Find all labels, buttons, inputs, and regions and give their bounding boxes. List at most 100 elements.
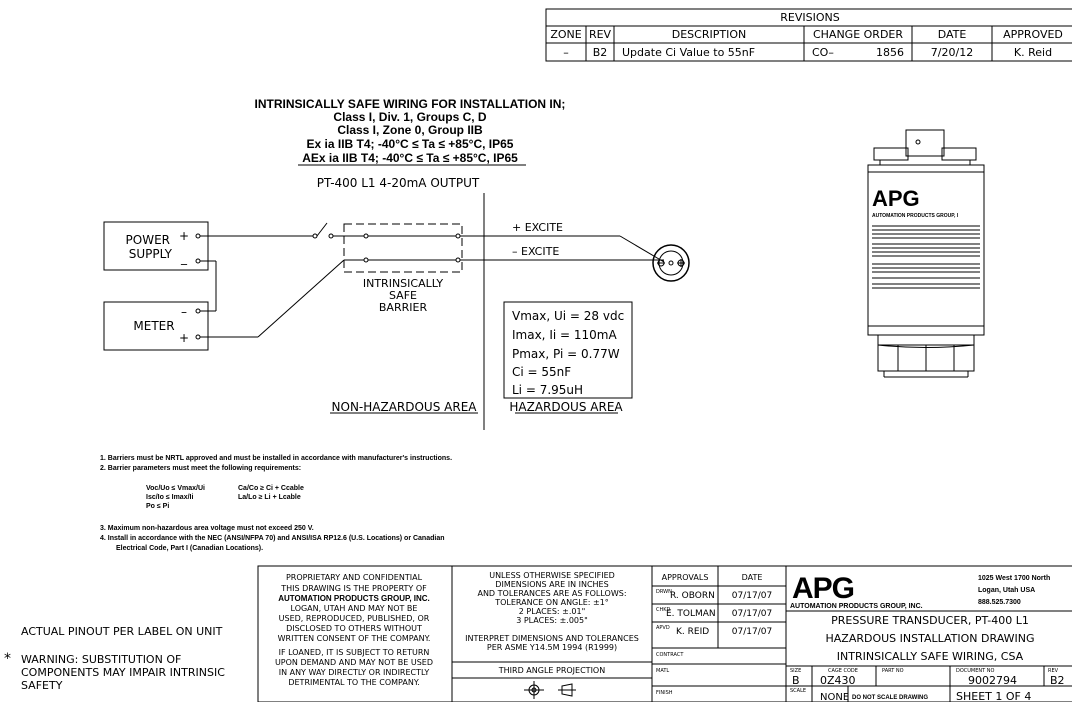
cage-label: CAGE CODE	[828, 668, 858, 674]
device-company: AUTOMATION PRODUCTS GROUP, I	[872, 213, 959, 219]
scale-value: NONE	[820, 692, 849, 702]
approver-date-chkd: 07/17/07	[732, 609, 772, 619]
meter-label: METER	[133, 319, 174, 333]
approvals-date-header: DATE	[742, 573, 763, 582]
approver-date-apvd: 07/17/07	[732, 627, 772, 637]
tolerance-line-5: 2 PLACES: ±.01"	[519, 607, 586, 616]
proprietary-line-4: USED, REPRODUCED, PUBLISHED, OR	[279, 614, 430, 623]
approver-role-apvd: APVD	[656, 625, 670, 631]
contract-label: CONTRACT	[656, 652, 684, 658]
param-ci: Ci = 55nF	[512, 365, 571, 379]
rev-value: B2	[1050, 674, 1065, 687]
warning-line-2: COMPONENTS MAY IMPAIR INTRINSIC	[21, 666, 225, 679]
size-value: B	[792, 674, 800, 687]
power-supply-label-2: SUPPLY	[129, 247, 173, 261]
wiring-ex-rating: Ex ia IIB T4; -40°C ≤ Ta ≤ +85°C, IP65	[307, 137, 514, 151]
scale-label: SCALE	[790, 688, 806, 694]
excite-minus-label: – EXCITE	[512, 245, 559, 258]
wiring-class-div: Class I, Div. 1, Groups C, D	[333, 110, 486, 124]
rev-description: Update Ci Value to 55nF	[622, 46, 755, 59]
hazardous-area-label: HAZARDOUS AREA	[509, 400, 623, 414]
circuit-wiring	[103, 193, 690, 430]
param-li: Li = 7.95uH	[512, 383, 583, 397]
rev-approved: K. Reid	[1014, 46, 1052, 59]
projection-symbol	[524, 681, 576, 699]
company-phone: 888.525.7300	[978, 599, 1021, 606]
rev-zone: –	[563, 46, 569, 59]
req-la: La/Lo ≥ Li + Lcable	[238, 494, 301, 501]
company-address-2: Logan, Utah USA	[978, 587, 1035, 594]
wiring-aex-rating: AEx ia IIB T4; -40°C ≤ Ta ≤ +85°C, IP65	[302, 151, 518, 165]
power-plus: +	[179, 229, 189, 243]
revisions-title: REVISIONS	[780, 11, 839, 24]
drawing-title-1: PRESSURE TRANSDUCER, PT-400 L1	[831, 614, 1029, 627]
matl-label: MATL	[656, 668, 669, 674]
no-scale-note: DO NOT SCALE DRAWING	[852, 695, 928, 701]
cage-value: 0Z430	[820, 674, 856, 687]
barrier-label-2: SAFE	[389, 289, 417, 302]
meter-minus: –	[181, 305, 187, 319]
tolerance-line-2: DIMENSIONS ARE IN INCHES	[495, 580, 608, 589]
proprietary-line-2: AUTOMATION PRODUCTS GROUP, INC.	[278, 594, 430, 603]
approver-name-drwn: R. OBORN	[670, 591, 715, 601]
size-label: SIZE	[790, 668, 801, 674]
rev-header-change-order: CHANGE ORDER	[813, 28, 903, 41]
rev-change-order-prefix: CO–	[812, 46, 834, 59]
doc-value: 9002794	[968, 674, 1017, 687]
rev-header-rev: REV	[589, 28, 612, 41]
sheet-label: SHEET 1 OF 4	[956, 690, 1031, 702]
note-2: 2. Barrier parameters must meet the foll…	[100, 465, 301, 472]
pinout-note: ACTUAL PINOUT PER LABEL ON UNIT	[21, 625, 223, 638]
proprietary-title: PROPRIETARY AND CONFIDENTIAL	[286, 573, 423, 582]
warning-star: *	[4, 651, 11, 667]
tolerance-line-1: UNLESS OTHERWISE SPECIFIED	[489, 571, 615, 580]
device-logo: APG	[872, 186, 920, 211]
company-logo: APG	[792, 572, 854, 605]
note-4-cont: Electrical Code, Part I (Canadian Locati…	[116, 545, 263, 552]
approver-role-drwn: DRWN	[656, 589, 672, 595]
barrier-label-3: BARRIER	[379, 301, 428, 314]
third-angle-projection: THIRD ANGLE PROJECTION	[498, 666, 605, 675]
power-minus: _	[180, 251, 188, 265]
tolerance-line-6: 3 PLACES: ±.005"	[516, 616, 588, 625]
rev-header-description: DESCRIPTION	[672, 28, 746, 41]
proprietary-line-7: IF LOANED, IT IS SUBJECT TO RETURN	[279, 648, 430, 657]
transducer-illustration	[867, 129, 985, 378]
drawing-title-3: INTRINSICALLY SAFE WIRING, CSA	[837, 650, 1024, 663]
proprietary-line-1: THIS DRAWING IS THE PROPERTY OF	[280, 584, 427, 593]
tolerance-line-3: AND TOLERANCES ARE AS FOLLOWS:	[477, 589, 626, 598]
req-ca: Ca/Co ≥ Ci + Ccable	[238, 485, 304, 492]
wiring-class-zone: Class I, Zone 0, Group IIB	[337, 123, 483, 137]
warning-line-3: SAFETY	[21, 679, 63, 692]
part-label: PART NO	[882, 668, 904, 674]
warning-line-1: WARNING: SUBSTITUTION OF	[21, 653, 181, 666]
rev-label: REV	[1048, 668, 1059, 674]
rev-change-order-number: 1856	[876, 46, 904, 59]
rev-header-date: DATE	[938, 28, 967, 41]
note-3: 3. Maximum non-hazardous area voltage mu…	[100, 525, 314, 532]
title-block-frame	[257, 565, 1072, 702]
proprietary-line-3: LOGAN, UTAH AND MAY NOT BE	[291, 604, 418, 613]
approver-role-chkd: CHKD	[656, 607, 671, 613]
rev-date: 7/20/12	[931, 46, 973, 59]
rev-header-approved: APPROVED	[1003, 28, 1063, 41]
param-imax: Imax, Ii = 110mA	[512, 328, 617, 342]
proprietary-line-8: UPON DEMAND AND MAY NOT BE USED	[275, 658, 433, 667]
non-hazardous-area-label: NON-HAZARDOUS AREA	[332, 400, 478, 414]
tolerance-line-7: INTERPRET DIMENSIONS AND TOLERANCES	[465, 634, 639, 643]
req-isc: Isc/Io ≤ Imax/Ii	[146, 494, 193, 501]
proprietary-line-5: DISCLOSED TO OTHERS WITHOUT	[286, 624, 422, 633]
drawing-title-2: HAZARDOUS INSTALLATION DRAWING	[826, 632, 1035, 645]
wiring-heading: INTRINSICALLY SAFE WIRING FOR INSTALLATI…	[255, 97, 566, 111]
rev-rev: B2	[593, 46, 608, 59]
rev-header-zone: ZONE	[550, 28, 581, 41]
proprietary-line-9: IN ANY WAY DIRECTLY OR INDIRECTLY	[279, 668, 430, 677]
note-1: 1. Barriers must be NRTL approved and mu…	[100, 455, 452, 462]
proprietary-line-6: WRITTEN CONSENT OF THE COMPANY.	[278, 634, 431, 643]
meter-plus: +	[179, 331, 189, 345]
revisions-table	[545, 8, 1072, 62]
req-po: Po ≤ Pi	[146, 503, 169, 510]
tolerance-line-4: TOLERANCE ON ANGLE: ±1°	[494, 598, 609, 607]
company-address-1: 1025 West 1700 North	[978, 575, 1050, 582]
param-vmax: Vmax, Ui = 28 vdc	[512, 309, 624, 323]
